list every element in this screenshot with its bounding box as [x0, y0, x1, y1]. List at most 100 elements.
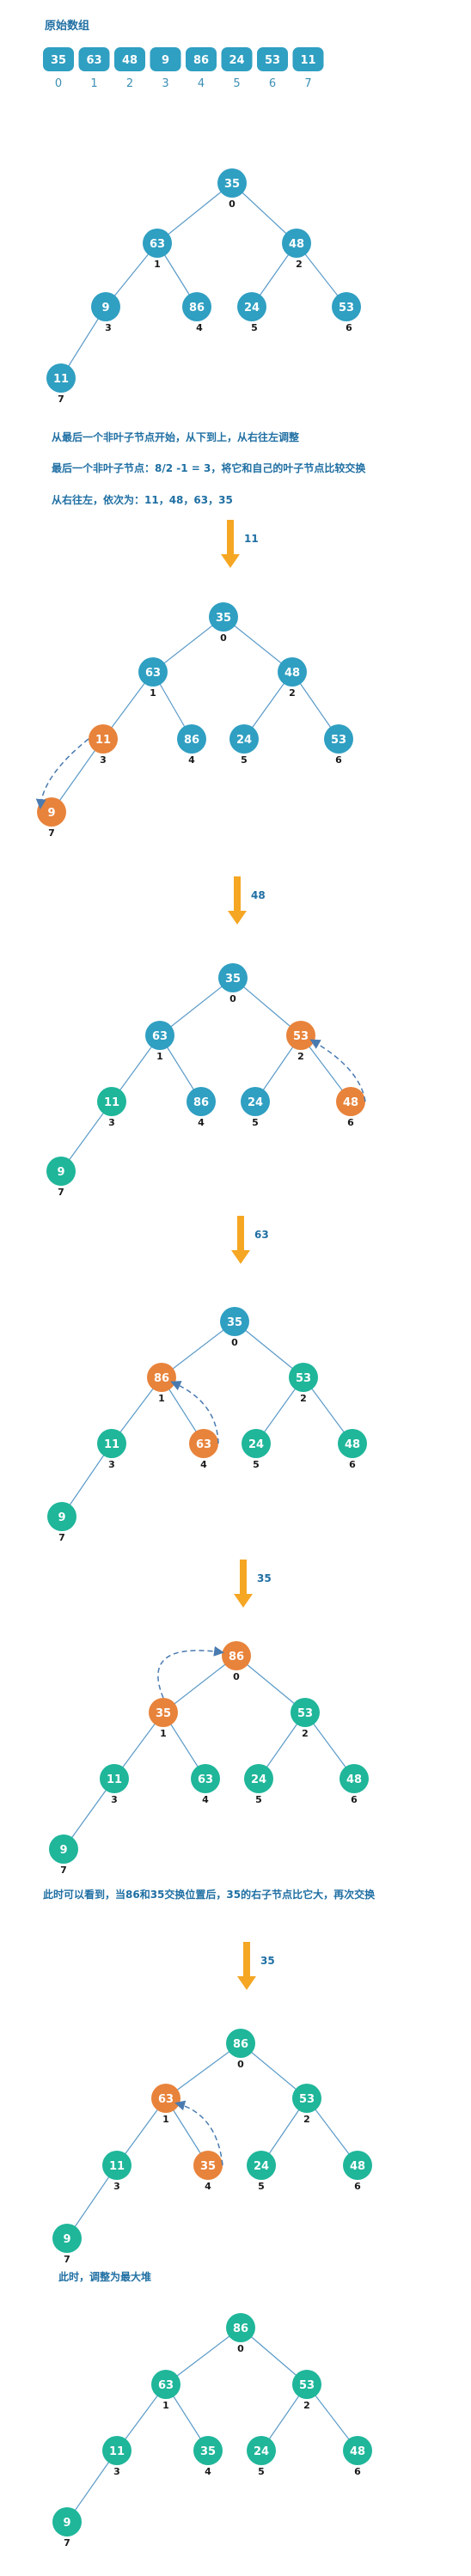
tree-node: 9 — [91, 292, 120, 321]
tree-node-value: 35 — [200, 2445, 216, 2458]
tree-node-value: 53 — [339, 302, 354, 314]
tree-node-circle — [242, 1429, 271, 1458]
tree-node-index: 2 — [300, 1393, 307, 1404]
tree-node-value: 63 — [158, 2093, 174, 2106]
tree-node-circle — [291, 1698, 320, 1727]
tree-node-value: 24 — [254, 2160, 269, 2173]
tree-node-value: 63 — [145, 667, 161, 680]
tree-node: 24 — [247, 2436, 276, 2465]
tree-node: 11 — [97, 1429, 126, 1458]
tree-node-index: 5 — [252, 1117, 259, 1128]
tree-node: 11 — [102, 2151, 132, 2180]
tree-node-value: 53 — [299, 2093, 315, 2106]
tree-node: 9 — [49, 1834, 78, 1864]
tree-node-circle — [278, 657, 307, 687]
tree-node-circle — [151, 2370, 180, 2399]
tree-node: 86 — [147, 1363, 176, 1392]
tree-node-circle — [182, 292, 211, 321]
tree-node-value: 11 — [53, 373, 69, 386]
step-arrow-head — [228, 911, 247, 925]
tree-node-value: 63 — [158, 2379, 174, 2392]
tree-node-value: 24 — [236, 734, 252, 747]
tree-node-index: 2 — [303, 2400, 310, 2411]
tree-node-index: 0 — [237, 2343, 244, 2354]
tree-node: 53 — [291, 1698, 320, 1727]
array-cell-value: 53 — [265, 54, 280, 67]
tree-node: 11 — [97, 1087, 126, 1116]
tree-node-circle — [138, 657, 168, 687]
tree-node-index: 6 — [354, 2466, 361, 2477]
tree-node-circle — [151, 2084, 180, 2113]
tree-node-circle — [49, 1834, 78, 1864]
array-cell-box — [186, 47, 217, 71]
tree-node-value: 53 — [293, 1030, 309, 1043]
array-cell: 245 — [221, 47, 253, 90]
array-cell: 117 — [292, 47, 324, 90]
tree-node-index: 0 — [231, 1337, 238, 1348]
tree-edge — [159, 977, 234, 1036]
tree-node-index: 3 — [111, 1794, 118, 1805]
tree-edge — [61, 1443, 113, 1517]
tree-node-circle — [332, 292, 361, 321]
tree-node-circle — [237, 292, 266, 321]
tree-node: 48 — [343, 2151, 372, 2180]
tree-node: 24 — [247, 2151, 276, 2180]
array-index: 6 — [269, 77, 276, 90]
swap-arrow — [309, 1039, 366, 1102]
tree-node-circle — [220, 1307, 249, 1336]
tree-node-index: 3 — [105, 322, 112, 333]
tree-node-value: 63 — [152, 1030, 168, 1043]
array-cell-value: 63 — [86, 54, 101, 67]
tree-node-index: 5 — [255, 1794, 262, 1805]
tree-node-value: 86 — [154, 1372, 169, 1385]
array-cell-value: 24 — [229, 54, 244, 67]
tree-node-circle — [343, 2151, 372, 2180]
step-arrow: 63 — [231, 1216, 269, 1264]
tree-node-circle — [226, 2029, 255, 2058]
tree-node-index: 3 — [113, 2466, 120, 2477]
tree-node-index: 6 — [346, 322, 352, 333]
swap-arrow — [157, 1645, 224, 1699]
array-cell-value: 11 — [300, 54, 315, 67]
array-title: 原始数组 — [45, 19, 89, 33]
array-cell-value: 9 — [162, 54, 169, 67]
tree-node-index: 0 — [220, 632, 227, 644]
tree-node-circle — [222, 1641, 251, 1670]
tree-node-value: 35 — [225, 973, 241, 986]
tree-node: 9 — [52, 2507, 82, 2536]
array-cell-box — [150, 47, 181, 71]
step-arrow-head — [221, 554, 240, 568]
tree-node-value: 35 — [200, 2160, 216, 2173]
tree-node-circle — [218, 963, 248, 992]
tree-node-value: 35 — [156, 1707, 171, 1720]
array-cell: 53 6 — [257, 47, 288, 90]
tree-edge — [161, 1321, 236, 1378]
tree-node-value: 9 — [59, 1844, 67, 1857]
tree-node-circle — [226, 2313, 255, 2342]
tree-node-index: 4 — [196, 322, 203, 333]
tree-node-circle — [244, 1764, 273, 1793]
tree-node: 9 — [52, 2224, 82, 2253]
array-cell-value: 48 — [122, 54, 138, 67]
array-cell-value: 86 — [193, 54, 209, 67]
tree-node-circle — [247, 2436, 276, 2465]
tree-node-circle — [286, 1021, 315, 1050]
tree-node: 63 — [151, 2370, 180, 2399]
tree-node: 53 — [292, 2084, 321, 2113]
array-cell-box — [114, 47, 145, 71]
tree-node: 53 — [324, 724, 353, 754]
tree-node-value: 48 — [350, 2160, 365, 2173]
tree-node-circle — [282, 229, 311, 258]
step-arrow: 48 — [228, 876, 266, 925]
tree-node-index: 1 — [158, 1393, 165, 1404]
tree-node: 48 — [282, 229, 311, 258]
tree-node-circle — [229, 724, 259, 754]
tree-node-value: 9 — [58, 1511, 65, 1524]
tree-node-circle — [292, 2370, 321, 2399]
step-arrow: 11 — [221, 520, 259, 568]
tree-node: 35 — [193, 2151, 223, 2180]
tree-node-value: 35 — [227, 1316, 242, 1329]
